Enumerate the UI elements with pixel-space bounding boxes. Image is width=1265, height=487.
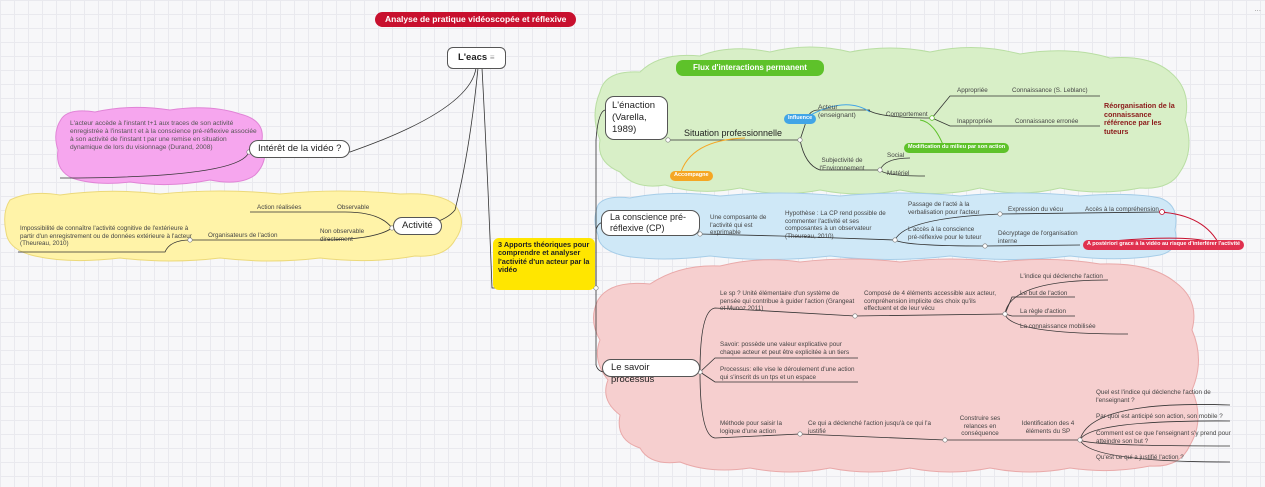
branch-lines: [18, 67, 1231, 463]
element-indice[interactable]: L'indice qui déclenche l'action: [1020, 273, 1103, 280]
comportement-label[interactable]: Comportement: [886, 111, 928, 118]
processus-definition-label[interactable]: Processus: elle vise le déroulement d'un…: [720, 366, 855, 381]
subjectivite-label[interactable]: Subjectivité de l'Environnement: [819, 157, 865, 172]
passage-label[interactable]: Passage de l'acté à la verbalisation pou…: [908, 201, 980, 216]
root-label: L'eacs: [458, 52, 488, 63]
connaissance-erronee-label[interactable]: Connaissance erronée: [1015, 118, 1079, 125]
savoir-cloud: [593, 258, 1199, 473]
question-justification[interactable]: Qu'est ce qui a justifié l'action ?: [1096, 454, 1184, 461]
appropriee-label[interactable]: Appropriée: [957, 87, 988, 94]
declenche-label[interactable]: Ce qui a déclenché l'action jusqu'à ce q…: [808, 420, 931, 435]
decryptage-label[interactable]: Décryptage de l'organisation interne: [998, 230, 1078, 245]
element-connaissance[interactable]: La connaissance mobilisée: [1020, 323, 1096, 330]
acces-comprehension-label[interactable]: Accès à la compréhension: [1085, 206, 1159, 213]
observable-label[interactable]: Observable: [337, 204, 370, 211]
activite-node[interactable]: Activité: [393, 217, 442, 235]
materiel-label[interactable]: Matériel: [887, 170, 910, 177]
question-but[interactable]: Comment est ce que l'enseignant s'y pren…: [1096, 430, 1231, 445]
enaction-cloud: [594, 46, 1190, 195]
savoir-node[interactable]: Le savoir processus: [602, 359, 700, 385]
flux-pill[interactable]: Flux d'interactions permanent: [676, 60, 824, 76]
identification-label[interactable]: Identification des 4 éléments du SP: [1021, 420, 1075, 435]
acteur-label[interactable]: Acteur (enseignant): [818, 104, 856, 119]
accompagne-pill[interactable]: Accompagne: [670, 171, 713, 181]
sp-definition-label[interactable]: Le sp ? Unité élémentaire d'un système d…: [720, 290, 855, 313]
organisateurs-label[interactable]: Organisateurs de l'action: [208, 232, 278, 239]
hypothese-label[interactable]: Hypothèse : La CP rend possible de comme…: [785, 210, 886, 240]
posteriori-anchor: [1159, 209, 1165, 215]
map-title[interactable]: Analyse de pratique vidéoscopée et réfle…: [375, 12, 577, 27]
question-indice[interactable]: Quel est l'indice qui déclenche l'action…: [1096, 389, 1211, 404]
connaissance-leblanc-label[interactable]: Connaissance (S. Leblanc): [1012, 87, 1088, 94]
non-observable-label[interactable]: Non observable directement: [320, 228, 365, 243]
savoir-definition-label[interactable]: Savoir: possède une valeur explicative p…: [720, 341, 850, 356]
element-but[interactable]: Le but de l'action: [1020, 290, 1068, 297]
reorganisation-label[interactable]: Réorganisation de la connaissance référe…: [1104, 101, 1175, 136]
actions-realisees-label[interactable]: Action réalisées: [257, 204, 302, 211]
activite-note: Impossibilité de connaître l'activité co…: [20, 225, 192, 248]
acces-cp-label[interactable]: L'accès à la conscience pré-réflexive po…: [908, 226, 982, 241]
modification-anchor: [929, 115, 935, 121]
root-node[interactable]: L'eacs ≡: [447, 47, 506, 69]
interet-cloud: [55, 106, 266, 186]
expression-label[interactable]: Expression du vécu: [1008, 206, 1063, 213]
conscience-node[interactable]: La conscience pré-réflexive (CP): [601, 210, 700, 236]
inappropriee-label[interactable]: Inappropriée: [957, 118, 993, 125]
enaction-node[interactable]: L'énaction (Varella, 1989): [605, 96, 668, 140]
interet-note: L'acteur accède à l'instant t+1 aux trac…: [70, 120, 257, 151]
interet-node[interactable]: Intérêt de la vidéo ?: [249, 140, 351, 158]
modification-pill[interactable]: Modification du milieu par son action: [904, 143, 1010, 153]
notes-icon: ≡: [489, 53, 495, 62]
element-regle[interactable]: La règle d'action: [1020, 308, 1067, 315]
construire-label[interactable]: Construire ses relances en conséquence: [959, 415, 1001, 438]
accompagne-arrow: [679, 137, 746, 176]
situation-label[interactable]: Situation professionnelle: [684, 128, 783, 138]
influence-pill[interactable]: Influence: [784, 114, 817, 124]
composante-label[interactable]: Une composante de l'activité qui est exp…: [710, 214, 767, 237]
question-mobile[interactable]: Par quoi est anticipé son action, son mo…: [1096, 413, 1223, 420]
more-menu[interactable]: ...: [1254, 4, 1261, 13]
posteriori-pill[interactable]: A postériori grace à la vidéo au risque …: [1083, 240, 1245, 250]
compose-label[interactable]: Composé de 4 éléments accessible aux act…: [864, 290, 996, 313]
activite-cloud: [4, 190, 462, 262]
central-topic[interactable]: 3 Apports théoriques pour comprendre et …: [493, 238, 595, 290]
methode-label[interactable]: Méthode pour saisir la logique d'une act…: [720, 420, 782, 435]
social-label[interactable]: Social: [887, 152, 905, 159]
